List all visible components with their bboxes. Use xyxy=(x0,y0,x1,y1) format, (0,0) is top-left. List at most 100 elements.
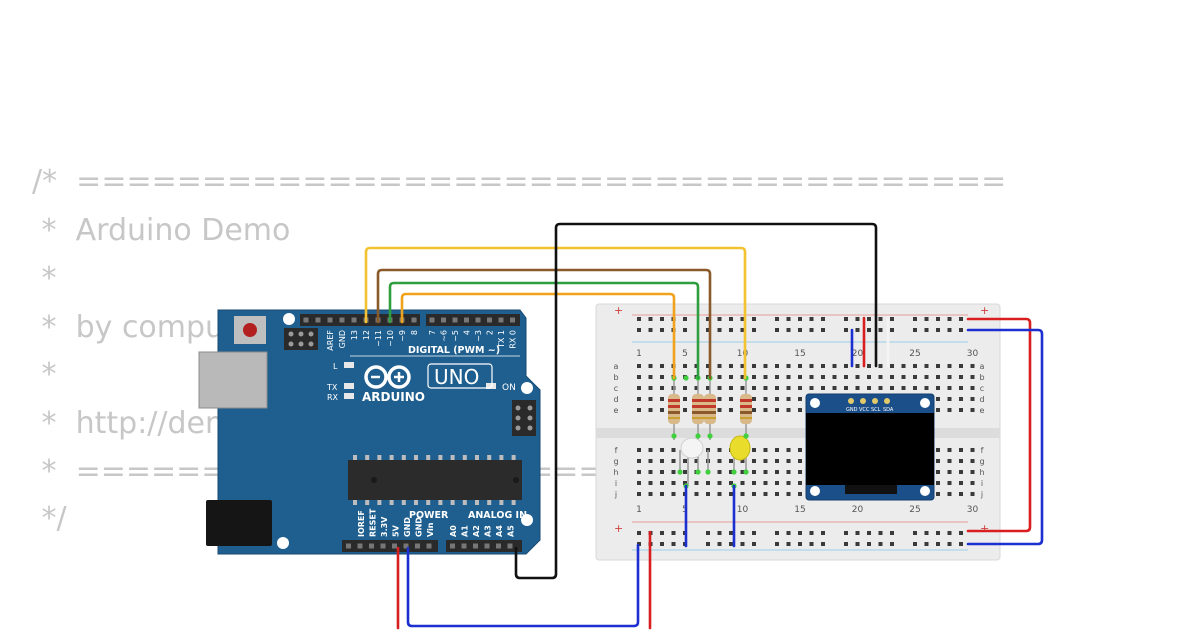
rail-hole xyxy=(809,531,814,535)
breadboard-hole xyxy=(717,375,722,379)
breadboard-hole xyxy=(970,470,975,474)
column-number-label: 25 xyxy=(909,349,920,359)
rail-hole xyxy=(821,317,825,321)
breadboard-hole xyxy=(763,492,768,496)
breadboard-hole xyxy=(786,470,791,474)
rail-hole xyxy=(683,328,687,332)
rail-hole xyxy=(637,328,641,332)
reset-button-cap xyxy=(243,323,257,337)
chip-leg xyxy=(353,455,357,460)
rail-hole xyxy=(936,317,940,321)
header-pin xyxy=(464,317,469,323)
breadboard-hole xyxy=(947,397,952,401)
rail-hole xyxy=(798,542,802,546)
uno-model-label: UNO xyxy=(434,365,479,389)
breadboard-hole xyxy=(924,386,929,390)
breadboard-hole xyxy=(729,397,733,401)
breadboard-hole xyxy=(683,459,687,463)
breadboard-hole xyxy=(660,481,664,485)
breadboard-hole xyxy=(752,364,756,368)
breadboard-hole xyxy=(740,375,745,379)
breadboard-hole xyxy=(648,481,653,485)
header-pin xyxy=(475,317,481,323)
rail-hole xyxy=(890,531,894,535)
column-number-label: 15 xyxy=(794,505,805,515)
breadboard-hole xyxy=(763,364,768,368)
breadboard-hole xyxy=(706,481,710,485)
wire-orange xyxy=(400,292,676,380)
breadboard-hole xyxy=(844,375,848,379)
breadboard-hole xyxy=(648,375,653,379)
breadboard-hole xyxy=(660,375,664,379)
breadboard-hole xyxy=(970,448,975,452)
breadboard-hole xyxy=(959,459,963,463)
row-letter-label: a xyxy=(980,362,985,371)
digital-pin-label: ~3 xyxy=(474,330,483,342)
breadboard-hole xyxy=(637,364,641,368)
power-header xyxy=(342,540,438,552)
breadboard-hole xyxy=(936,470,940,474)
code-line-2: * Arduino Demo xyxy=(32,213,291,248)
row-letter-label: h xyxy=(979,468,984,477)
power-header-label: POWER xyxy=(409,510,449,521)
rail-hole xyxy=(671,542,676,546)
breadboard-hole xyxy=(660,448,664,452)
power-analog-pin-label: GND xyxy=(403,517,412,537)
rail-hole xyxy=(660,317,664,321)
rail-hole xyxy=(740,317,745,321)
row-letter-label: e xyxy=(614,406,619,415)
breadboard-hole xyxy=(775,386,779,390)
oled-ribbon xyxy=(845,485,897,494)
rail-hole xyxy=(913,328,917,332)
breadboard-hole xyxy=(844,364,848,368)
rail-hole xyxy=(947,531,952,535)
breadboard-hole xyxy=(740,470,745,474)
rail-hole xyxy=(706,317,710,321)
l-led xyxy=(344,362,354,368)
header-pin xyxy=(351,317,357,323)
breadboard-hole xyxy=(752,448,756,452)
row-letter-label: c xyxy=(614,384,618,393)
chip-leg xyxy=(462,500,467,505)
breadboard-hole xyxy=(855,364,860,368)
header-pin xyxy=(357,543,363,549)
breadboard-hole xyxy=(637,375,641,379)
chip-leg xyxy=(475,455,479,460)
chip-leg xyxy=(377,500,382,505)
power-analog-pin-label: IOREF xyxy=(357,510,366,537)
connection-marker xyxy=(743,469,749,475)
breadboard-hole xyxy=(970,386,975,390)
mount-hole-bl xyxy=(277,537,289,549)
rail-hole xyxy=(959,531,963,535)
breadboard-hole xyxy=(798,397,802,401)
breadboard-hole xyxy=(821,364,825,368)
breadboard-hole xyxy=(947,481,952,485)
breadboard-hole xyxy=(786,448,791,452)
row-letter-label: g xyxy=(979,457,984,466)
breadboard-hole xyxy=(913,364,917,368)
rail-hole xyxy=(660,531,664,535)
rail-hole xyxy=(648,317,653,321)
rail-hole xyxy=(706,542,710,546)
breadboard-hole xyxy=(729,481,733,485)
rail-hole xyxy=(878,531,883,535)
breadboard-hole xyxy=(694,492,699,496)
header-pin xyxy=(346,543,351,549)
breadboard-hole xyxy=(763,397,768,401)
rail-hole xyxy=(706,531,710,535)
breadboard-hole xyxy=(648,470,653,474)
rgb-led xyxy=(679,437,709,486)
breadboard-hole xyxy=(637,459,641,463)
breadboard-hole xyxy=(637,448,641,452)
rail-hole xyxy=(844,328,848,332)
breadboard-hole xyxy=(936,448,940,452)
breadboard-hole xyxy=(786,364,791,368)
rail-hole xyxy=(924,531,929,535)
breadboard-hole xyxy=(729,492,733,496)
analog-header xyxy=(446,540,522,552)
breadboard-hole xyxy=(947,459,952,463)
breadboard-hole xyxy=(901,364,906,368)
breadboard-hole xyxy=(671,459,676,463)
